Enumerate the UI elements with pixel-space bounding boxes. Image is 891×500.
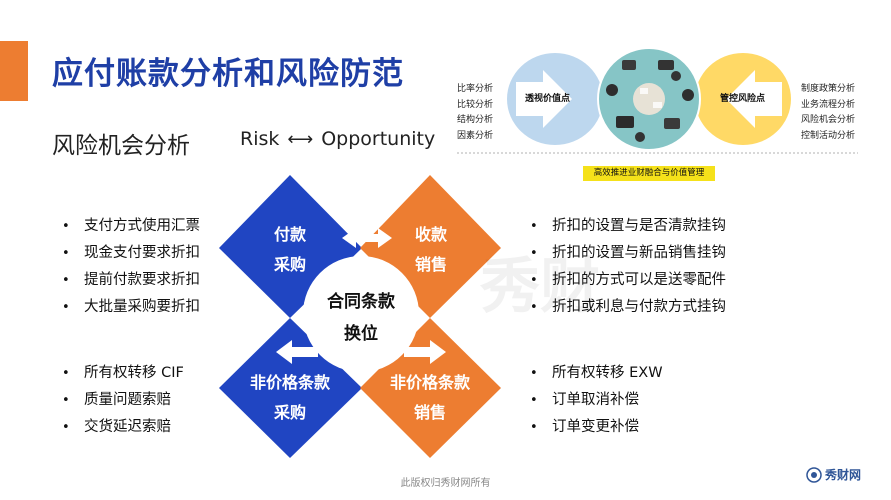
list-item: 折扣的设置与新品销售挂钩 bbox=[528, 240, 726, 267]
diamond-bottom-right-label: 非价格条款 销售 bbox=[382, 368, 478, 428]
list-bottom-left: 所有权转移 CIF 质量问题索赔 交货延迟索赔 bbox=[60, 360, 184, 441]
list-item: 现金支付要求折扣 bbox=[60, 240, 200, 267]
diamond-top-right-line1: 收款 bbox=[414, 225, 447, 244]
title-accent-bar bbox=[0, 41, 28, 101]
diamond-top-right-line2: 销售 bbox=[414, 255, 447, 274]
mini-left-list: 比率分析 比较分析 结构分析 因素分析 bbox=[457, 82, 493, 144]
list-item: 订单取消补偿 bbox=[528, 387, 663, 414]
mini-right-list: 制度政策分析 业务流程分析 风险机会分析 控制活动分析 bbox=[801, 82, 855, 144]
risk-label: Risk bbox=[240, 128, 280, 150]
center-circle bbox=[303, 256, 419, 372]
mini-right-item: 制度政策分析 bbox=[801, 84, 856, 94]
center-line1: 合同条款 bbox=[327, 292, 395, 312]
diamond-bottom-right-line1: 非价格条款 bbox=[389, 373, 470, 392]
mini-left-arrow-label: 透视价值点 bbox=[525, 94, 571, 104]
list-item: 提前付款要求折扣 bbox=[60, 267, 200, 294]
mini-left-item: 比率分析 bbox=[457, 84, 494, 94]
list-item: 折扣的设置与是否清款挂钩 bbox=[528, 213, 726, 240]
footer-copyright: 此版权归秀财网所有 bbox=[400, 478, 491, 489]
list-item: 交货延迟索赔 bbox=[60, 414, 184, 441]
logo-icon bbox=[806, 466, 822, 483]
watermark: 秀财 bbox=[480, 252, 600, 322]
arrow-right-icon bbox=[404, 340, 446, 364]
diamond-bottom-left-line1: 非价格条款 bbox=[249, 373, 330, 392]
logo-text: 秀财网 bbox=[825, 468, 862, 482]
list-item: 所有权转移 EXW bbox=[528, 360, 663, 387]
mini-right-item: 风险机会分析 bbox=[801, 115, 856, 125]
diamond-bottom-left-label: 非价格条款 采购 bbox=[242, 368, 338, 428]
page-title: 应付账款分析和风险防范 bbox=[52, 56, 404, 92]
diamond-top-right-label: 收款 销售 bbox=[403, 220, 459, 280]
list-item: 所有权转移 CIF bbox=[60, 360, 184, 387]
double-arrow-icon: ⟷ bbox=[287, 128, 314, 150]
diamond-top-left-label: 付款 采购 bbox=[262, 220, 318, 280]
mini-left-item: 比较分析 bbox=[457, 99, 494, 110]
list-item: 折扣的方式可以是送零配件 bbox=[528, 267, 726, 294]
list-item: 折扣或利息与付款方式挂钩 bbox=[528, 294, 726, 321]
list-item: 质量问题索赔 bbox=[60, 387, 184, 414]
list-top-right: 折扣的设置与是否清款挂钩 折扣的设置与新品销售挂钩 折扣的方式可以是送零配件 折… bbox=[528, 213, 726, 321]
list-bottom-right: 所有权转移 EXW 订单取消补偿 订单变更补偿 bbox=[528, 360, 663, 441]
diamond-top-left-line2: 采购 bbox=[273, 255, 306, 274]
opportunity-label: Opportunity bbox=[321, 128, 436, 150]
brand-logo: 秀财网 bbox=[806, 466, 861, 483]
list-item: 支付方式使用汇票 bbox=[60, 213, 200, 240]
center-label: 合同条款 换位 bbox=[300, 286, 422, 350]
mini-right-arrow-label: 管控风险点 bbox=[720, 94, 766, 104]
list-item: 大批量采购要折扣 bbox=[60, 294, 200, 321]
diamond-top-left-line1: 付款 bbox=[273, 225, 306, 244]
diamond-bottom-left bbox=[219, 318, 362, 458]
diamond-bottom-right-line2: 销售 bbox=[413, 403, 446, 422]
center-line2: 换位 bbox=[344, 324, 378, 344]
arrow-left-icon bbox=[276, 340, 318, 364]
double-arrow-top-icon bbox=[342, 228, 392, 248]
mini-left-item: 结构分析 bbox=[457, 115, 494, 125]
list-top-left: 支付方式使用汇票 现金支付要求折扣 提前付款要求折扣 大批量采购要折扣 bbox=[60, 213, 200, 321]
mini-right-item: 控制活动分析 bbox=[801, 130, 856, 141]
section-subtitle: 风险机会分析 bbox=[52, 133, 190, 159]
risk-opportunity-row: Risk ⟷ Opportunity bbox=[240, 128, 435, 150]
list-item: 订单变更补偿 bbox=[528, 414, 663, 441]
diamond-bottom-left-line2: 采购 bbox=[273, 403, 306, 422]
mini-right-item: 业务流程分析 bbox=[801, 99, 856, 110]
mini-bottom-label: 高效推进业财融合与价值管理 bbox=[583, 166, 715, 181]
mini-left-item: 因素分析 bbox=[457, 130, 494, 141]
